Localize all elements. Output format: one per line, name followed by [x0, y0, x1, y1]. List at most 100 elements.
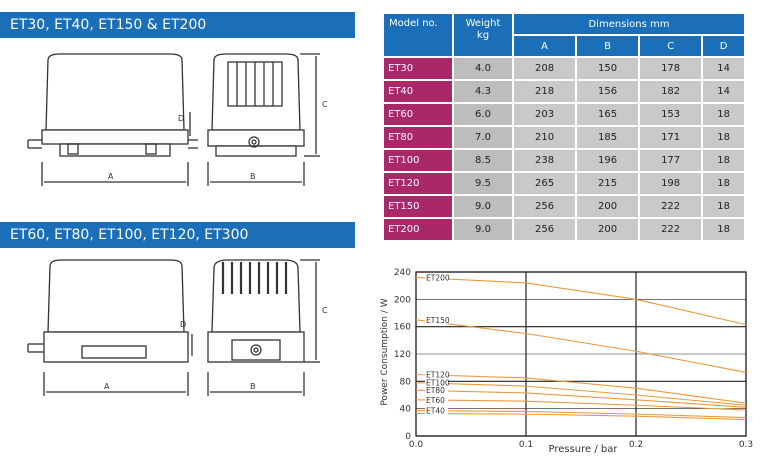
model-cell: ET100 [384, 150, 452, 171]
top-dim-b-label: B [250, 172, 256, 181]
dim-a-cell: 218 [514, 81, 576, 102]
dim-c-cell: 153 [640, 104, 702, 125]
dim-a-cell: 265 [514, 173, 576, 194]
dim-b-cell: 185 [577, 127, 639, 148]
y-axis-label: Power Consumption / W [380, 298, 390, 405]
dim-d-cell: 18 [703, 219, 744, 240]
dim-b-header: B [577, 36, 639, 56]
y-tick-label: 0 [405, 432, 411, 442]
series-label-bg [425, 315, 448, 324]
top-pump-drawing: A B C D [20, 50, 360, 195]
dim-d-cell: 14 [703, 81, 744, 102]
series-line-et30 [415, 412, 747, 421]
bottom-dim-b-label: B [250, 382, 256, 391]
dim-d-header: D [703, 36, 744, 56]
series-line-et40 [415, 410, 747, 419]
model-cell: ET80 [384, 127, 452, 148]
series-line-et150 [415, 319, 747, 373]
series-label-et80: ET80 [426, 386, 445, 395]
bottom-dim-c-label: C [322, 306, 328, 315]
series-label-et60: ET60 [426, 396, 445, 405]
top-dim-d-label: D [178, 114, 185, 123]
dim-d-cell: 18 [703, 104, 744, 125]
dim-d-cell: 14 [703, 58, 744, 79]
x-tick-label: 0.2 [629, 440, 643, 450]
bottom-dim-a-label: A [104, 382, 110, 391]
weight-header-line1: Weight [465, 18, 501, 29]
x-tick-label: 0.0 [409, 440, 424, 450]
dim-c-cell: 178 [640, 58, 702, 79]
dim-c-cell: 182 [640, 81, 702, 102]
series-label-et120: ET120 [426, 371, 450, 380]
model-cell: ET60 [384, 104, 452, 125]
top-dim-a-label: A [108, 172, 114, 181]
dim-c-cell: 198 [640, 173, 702, 194]
dim-d-cell: 18 [703, 127, 744, 148]
series-label-et40: ET40 [426, 407, 445, 416]
dim-c-cell: 177 [640, 150, 702, 171]
dim-a-cell: 238 [514, 150, 576, 171]
weight-cell: 9.0 [454, 196, 512, 217]
table-row: ET80 7.0 210 185 171 18 [384, 127, 744, 148]
x-tick-label: 0.3 [739, 440, 753, 450]
y-tick-label: 200 [394, 295, 411, 305]
series-label-bg [425, 395, 448, 404]
x-tick-label: 0.1 [519, 440, 533, 450]
table-row: ET150 9.0 256 200 222 18 [384, 196, 744, 217]
series-label-bg [425, 386, 448, 395]
dim-c-cell: 222 [640, 196, 702, 217]
weight-cell: 7.0 [454, 127, 512, 148]
dim-d-cell: 18 [703, 196, 744, 217]
dim-a-cell: 256 [514, 219, 576, 240]
y-tick-label: 40 [400, 405, 412, 415]
y-tick-label: 80 [400, 377, 412, 387]
series-label-bg [425, 406, 448, 415]
series-label-et100: ET100 [426, 379, 450, 388]
series-line-et120 [415, 373, 747, 404]
series-label-et200: ET200 [426, 273, 450, 282]
spec-table: Model no. Weight kg Dimensions mm A B C … [382, 12, 746, 242]
weight-cell: 4.0 [454, 58, 512, 79]
weight-cell: 4.3 [454, 81, 512, 102]
section-banner-bottom: ET60, ET80, ET100, ET120, ET300 [0, 222, 355, 248]
dim-b-cell: 196 [577, 150, 639, 171]
model-cell: ET120 [384, 173, 452, 194]
table-row: ET200 9.0 256 200 222 18 [384, 219, 744, 240]
table-row: ET40 4.3 218 156 182 14 [384, 81, 744, 102]
dim-a-cell: 210 [514, 127, 576, 148]
table-row: ET100 8.5 238 196 177 18 [384, 150, 744, 171]
dim-b-cell: 215 [577, 173, 639, 194]
series-line-et80 [415, 389, 747, 408]
series-label-bg [425, 370, 448, 379]
weight-cell: 9.5 [454, 173, 512, 194]
table-row: ET30 4.0 208 150 178 14 [384, 58, 744, 79]
top-dim-c-label: C [322, 100, 328, 109]
bottom-pump-drawing: A B C D [20, 256, 360, 406]
dimensions-header: Dimensions mm [514, 14, 744, 34]
dim-a-cell: 256 [514, 196, 576, 217]
series-label-et150: ET150 [426, 316, 450, 325]
series-line-et60 [415, 399, 747, 411]
section-banner-top: ET30, ET40, ET150 & ET200 [0, 12, 355, 38]
model-cell: ET30 [384, 58, 452, 79]
dim-b-cell: 200 [577, 196, 639, 217]
series-line-et200 [415, 276, 747, 326]
model-header: Model no. [384, 14, 452, 56]
series-label-bg [425, 273, 448, 282]
dim-b-cell: 150 [577, 58, 639, 79]
dim-c-header: C [640, 36, 702, 56]
dim-c-cell: 222 [640, 219, 702, 240]
dim-b-cell: 165 [577, 104, 639, 125]
weight-cell: 8.5 [454, 150, 512, 171]
dim-a-cell: 203 [514, 104, 576, 125]
dim-d-cell: 18 [703, 173, 744, 194]
weight-cell: 9.0 [454, 219, 512, 240]
dim-a-cell: 208 [514, 58, 576, 79]
series-line-et100 [415, 382, 747, 406]
dim-b-cell: 156 [577, 81, 639, 102]
y-tick-label: 160 [394, 323, 411, 333]
table-row: ET120 9.5 265 215 198 18 [384, 173, 744, 194]
dim-b-cell: 200 [577, 219, 639, 240]
